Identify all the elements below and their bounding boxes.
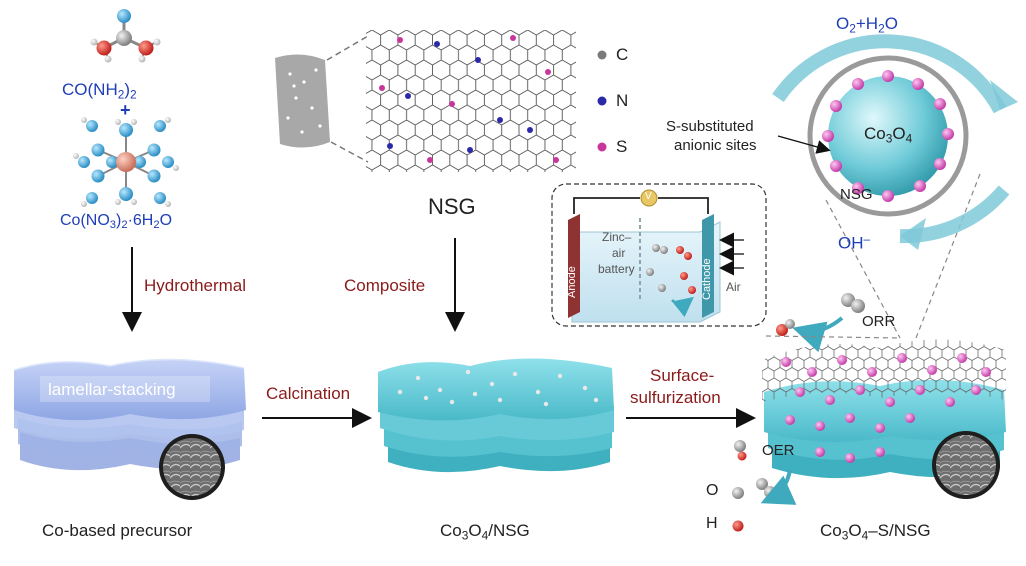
final-s-sites xyxy=(781,353,991,463)
plus-sign: + xyxy=(120,100,131,120)
nsg-label: NSG xyxy=(428,194,476,219)
core-label: Co3O4 xyxy=(864,124,913,146)
urea-molecule xyxy=(90,9,161,63)
zoom-line-battery xyxy=(765,335,901,339)
catalyst-s-sites xyxy=(822,70,954,202)
s-site-label-1: S-substituted xyxy=(666,118,754,135)
legend-sulfur-dot xyxy=(597,142,607,152)
step-composite: Composite xyxy=(344,276,426,295)
top-product-label: O2+H2O xyxy=(836,14,898,36)
oer-arrow xyxy=(760,469,797,505)
cycle-arrow-top xyxy=(772,34,1007,114)
oer-label: OER xyxy=(762,442,795,459)
battery-name-line2: air xyxy=(612,246,626,260)
orr-arrow xyxy=(792,316,844,353)
sem-inset-precursor xyxy=(163,438,221,496)
zoom-line-catalyst-left xyxy=(825,199,901,339)
step-calcination: Calcination xyxy=(266,384,351,403)
precursor-stack xyxy=(13,358,246,471)
zoom-line-top xyxy=(326,35,369,61)
legend-oxygen-atom xyxy=(732,487,744,499)
nsg-sheet-dots xyxy=(286,68,322,134)
cobalt-nitrate-formula: Co(NO3)2·6H2O xyxy=(60,212,173,231)
battery-anode-plate xyxy=(568,214,580,318)
battery-name-line3: battery xyxy=(598,262,635,276)
lamellar-stacking-label: lamellar-stacking xyxy=(48,380,176,399)
step-surface-sulfurization-2: sulfurization xyxy=(630,388,721,407)
cobalt-nitrate-complex xyxy=(73,117,179,207)
s-site-pointer xyxy=(777,135,831,154)
graphene-dopant-atoms xyxy=(379,35,559,163)
legend-hydrogen-label: H xyxy=(706,515,718,532)
urea-formula: CO(NH2)2 xyxy=(62,80,137,102)
co3o4-core xyxy=(828,76,948,196)
final-label: Co3O4–S/NSG xyxy=(820,521,931,543)
battery-ions xyxy=(646,244,696,294)
battery-cathode-label: Cathode xyxy=(701,258,713,300)
voltmeter-icon xyxy=(640,189,658,207)
battery-ion-arrow xyxy=(671,296,694,318)
composite-label: Co3O4/NSG xyxy=(440,521,530,543)
nsg-shell-ring xyxy=(807,55,969,217)
air-inflow-arrows xyxy=(719,232,744,276)
step-hydrothermal: Hydrothermal xyxy=(144,276,247,295)
composite-stack xyxy=(378,358,614,473)
lamellar-label-bg xyxy=(40,376,210,402)
step-surface-sulfurization-1: Surface- xyxy=(650,366,715,385)
voltmeter-label: V xyxy=(645,191,652,202)
zoom-line-catalyst-right xyxy=(915,173,981,339)
orr-molecules xyxy=(776,293,865,336)
sem-inset-final xyxy=(936,435,996,495)
precursor-label: Co-based precursor xyxy=(42,521,193,540)
battery-wire-left xyxy=(573,197,640,214)
legend-carbon-label: C xyxy=(616,45,629,64)
cycle-arrowhead-top xyxy=(990,80,1018,110)
battery-cathode-plate xyxy=(702,214,714,318)
s-site-label-2: anionic sites xyxy=(674,137,757,154)
legend-hydrogen-atom xyxy=(732,520,744,532)
battery-anode-label: Anode xyxy=(566,266,578,298)
battery-wire-right xyxy=(658,197,709,214)
zoom-line-bottom xyxy=(330,141,369,163)
legend-oxygen-label: O xyxy=(706,482,719,499)
shell-label: NSG xyxy=(840,186,873,203)
orr-label: ORR xyxy=(862,313,896,330)
nsg-sheet-icon xyxy=(275,54,330,148)
composite-particles xyxy=(397,369,599,407)
cycle-arrowhead-bottom xyxy=(900,218,926,250)
legend-nitrogen-label: N xyxy=(616,91,629,110)
hydroxide-label: OH– xyxy=(838,232,871,253)
legend-nitrogen-dot xyxy=(597,96,607,106)
battery-name-line1: Zinc– xyxy=(602,230,632,244)
battery-air-label: Air xyxy=(726,280,741,294)
legend-sulfur-label: S xyxy=(616,137,628,156)
legend-carbon-dot xyxy=(597,50,607,60)
